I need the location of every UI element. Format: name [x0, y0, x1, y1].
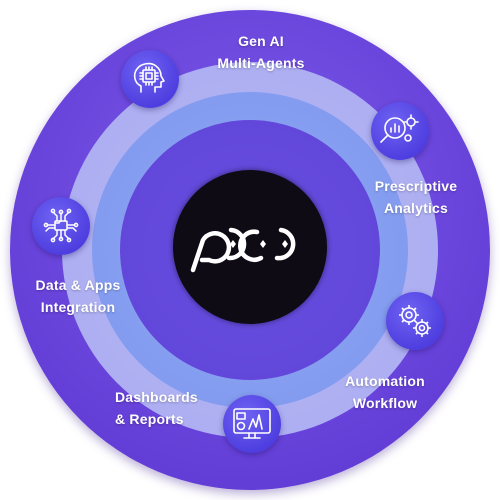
automation-badge — [386, 292, 444, 350]
integration-label: Data & Apps Integration — [26, 274, 130, 318]
integration-label-line2: Integration — [40, 299, 116, 315]
brain-chip-head-icon — [133, 62, 165, 93]
dashboards-label: Dashboards & Reports — [115, 386, 215, 430]
monitor-dashboard-icon — [233, 408, 271, 439]
center-logo — [190, 227, 296, 273]
analytics-label-line2: Analytics — [383, 200, 449, 216]
integration-badge — [32, 197, 90, 255]
dashboards-label-line2: & Reports — [115, 411, 184, 427]
automation-label: Automation Workflow — [336, 370, 434, 414]
gears-icon — [399, 305, 431, 337]
circuit-folder-icon — [43, 208, 79, 243]
analytics-badge — [371, 102, 429, 160]
genai-label-line1: Gen AI — [238, 33, 284, 49]
dashboards-badge — [223, 395, 281, 453]
genai-label: Gen AI Multi-Agents — [216, 30, 306, 74]
analytics-magnifier-gear-icon — [380, 114, 419, 143]
genai-badge — [121, 50, 179, 108]
dashboards-label-line1: Dashboards — [115, 389, 198, 405]
automation-label-line1: Automation — [345, 373, 425, 389]
genai-label-line2: Multi-Agents — [217, 55, 305, 71]
automation-label-line2: Workflow — [352, 395, 418, 411]
analytics-label-line1: Prescriptive — [374, 178, 458, 194]
integration-label-line1: Data & Apps — [35, 277, 121, 293]
analytics-label: Prescriptive Analytics — [366, 175, 466, 219]
